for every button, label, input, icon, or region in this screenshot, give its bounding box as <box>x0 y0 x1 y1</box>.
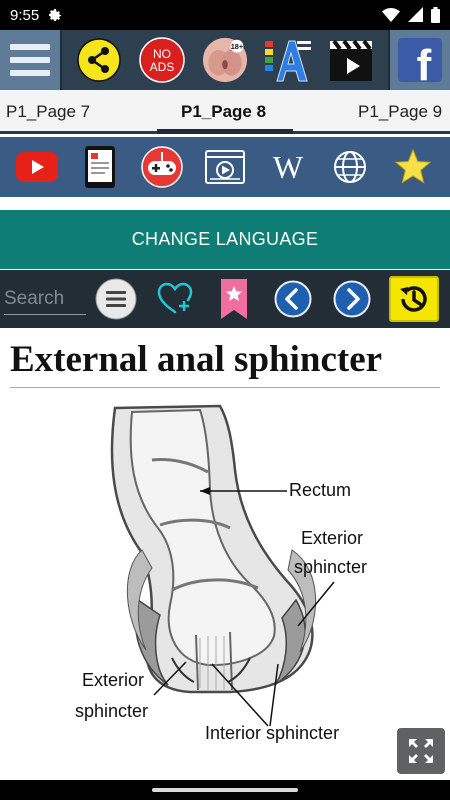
exterior-left-pointer <box>153 661 187 696</box>
ebook-button[interactable] <box>78 145 122 189</box>
search-toolbar <box>0 270 450 328</box>
history-icon <box>399 286 427 312</box>
globe-icon <box>334 151 367 183</box>
facebook-button[interactable]: f <box>388 30 450 90</box>
gamepad-icon <box>141 146 184 188</box>
heart-plus-icon <box>157 282 192 314</box>
bookmark-button[interactable] <box>212 277 256 321</box>
chevron-right-icon <box>333 280 370 318</box>
next-page-button[interactable] <box>330 277 374 321</box>
list-menu-button[interactable] <box>94 277 138 321</box>
page-tabs: P1_Page 7 P1_Page 8 P1_Page 9 <box>0 90 450 134</box>
no-ads-text-bottom: ADS <box>150 60 175 74</box>
tab-p1-page-8[interactable]: P1_Page 8 <box>181 102 267 121</box>
clapperboard-icon <box>329 39 372 81</box>
toolbar-app-icons: NO ADS 18+ <box>62 30 388 90</box>
adult-app-button[interactable]: 18+ <box>202 37 248 83</box>
youtube-icon <box>16 152 59 182</box>
label-exterior-right-line2: sphincter <box>294 557 368 577</box>
battery-icon <box>431 7 440 23</box>
games-button[interactable] <box>140 145 184 189</box>
signal-icon <box>408 7 423 22</box>
browser-button[interactable] <box>328 145 372 189</box>
status-bar: 9:55 <box>0 0 450 30</box>
previous-page-button[interactable] <box>271 277 315 321</box>
label-exterior-right-line1: Exterior <box>301 528 364 548</box>
favorites-button[interactable] <box>391 145 435 189</box>
wikipedia-button[interactable]: W <box>266 145 310 189</box>
label-rectum: Rectum <box>289 480 352 500</box>
video-player-icon <box>204 150 245 184</box>
tablet-book-icon <box>84 146 115 188</box>
interior-pointer-left <box>211 663 269 727</box>
youtube-button[interactable] <box>15 145 59 189</box>
spacer <box>0 197 450 210</box>
chevron-left-icon <box>274 280 311 318</box>
status-time: 9:55 <box>10 6 40 24</box>
share-icon <box>77 38 122 82</box>
anatomy-figure: Rectum Exterior sphincter Exterior sphin… <box>60 400 390 760</box>
hamburger-icon <box>10 44 50 76</box>
media-toolbar: W <box>0 137 450 197</box>
top-toolbar: NO ADS 18+ <box>0 30 450 90</box>
label-interior-sphincter: Interior sphincter <box>205 723 340 743</box>
video-app-button[interactable] <box>328 37 374 83</box>
adult-badge-text: 18+ <box>231 42 243 51</box>
wifi-icon <box>382 8 400 22</box>
expand-icon <box>409 739 433 763</box>
history-button[interactable] <box>388 276 439 322</box>
settings-gear-icon <box>49 9 62 21</box>
search-input[interactable] <box>4 283 86 315</box>
tab-p1-page-7[interactable]: P1_Page 7 <box>6 102 91 121</box>
fullscreen-button[interactable] <box>397 728 445 774</box>
wikipedia-icon: W <box>272 149 303 185</box>
change-language-button[interactable]: CHANGE LANGUAGE <box>0 210 450 269</box>
no-ads-text-top: NO <box>153 47 171 61</box>
interior-pointer-right <box>269 663 279 727</box>
home-gesture-pill[interactable] <box>152 788 298 792</box>
label-exterior-left-line2: sphincter <box>75 701 149 721</box>
search-toolbar-actions <box>86 276 450 322</box>
hamburger-menu-button[interactable] <box>0 30 62 90</box>
article-title: External anal sphincter <box>10 338 440 388</box>
add-favorite-button[interactable] <box>153 277 197 321</box>
font-letter-a-icon <box>264 40 311 82</box>
no-ads-button[interactable]: NO ADS <box>139 37 185 83</box>
no-ads-icon: NO ADS <box>139 37 185 83</box>
active-tab-indicator <box>157 129 293 134</box>
tab-p1-page-9[interactable]: P1_Page 9 <box>358 102 443 121</box>
facebook-letter: f <box>417 41 432 82</box>
facebook-icon: f <box>398 38 442 82</box>
system-nav-bar <box>0 780 450 800</box>
label-exterior-left-line1: Exterior <box>82 670 145 690</box>
exterior-right-pointer <box>297 581 335 627</box>
font-app-button[interactable] <box>264 37 311 83</box>
status-indicators <box>382 7 440 23</box>
adult-content-icon: 18+ <box>202 37 248 83</box>
anal-sphincter-illustration <box>110 404 335 727</box>
share-button[interactable] <box>76 37 122 83</box>
star-icon <box>394 148 431 184</box>
video-player-button[interactable] <box>203 145 247 189</box>
list-menu-icon <box>95 278 136 320</box>
wikipedia-letter: W <box>272 149 303 185</box>
bookmark-icon <box>220 279 247 319</box>
